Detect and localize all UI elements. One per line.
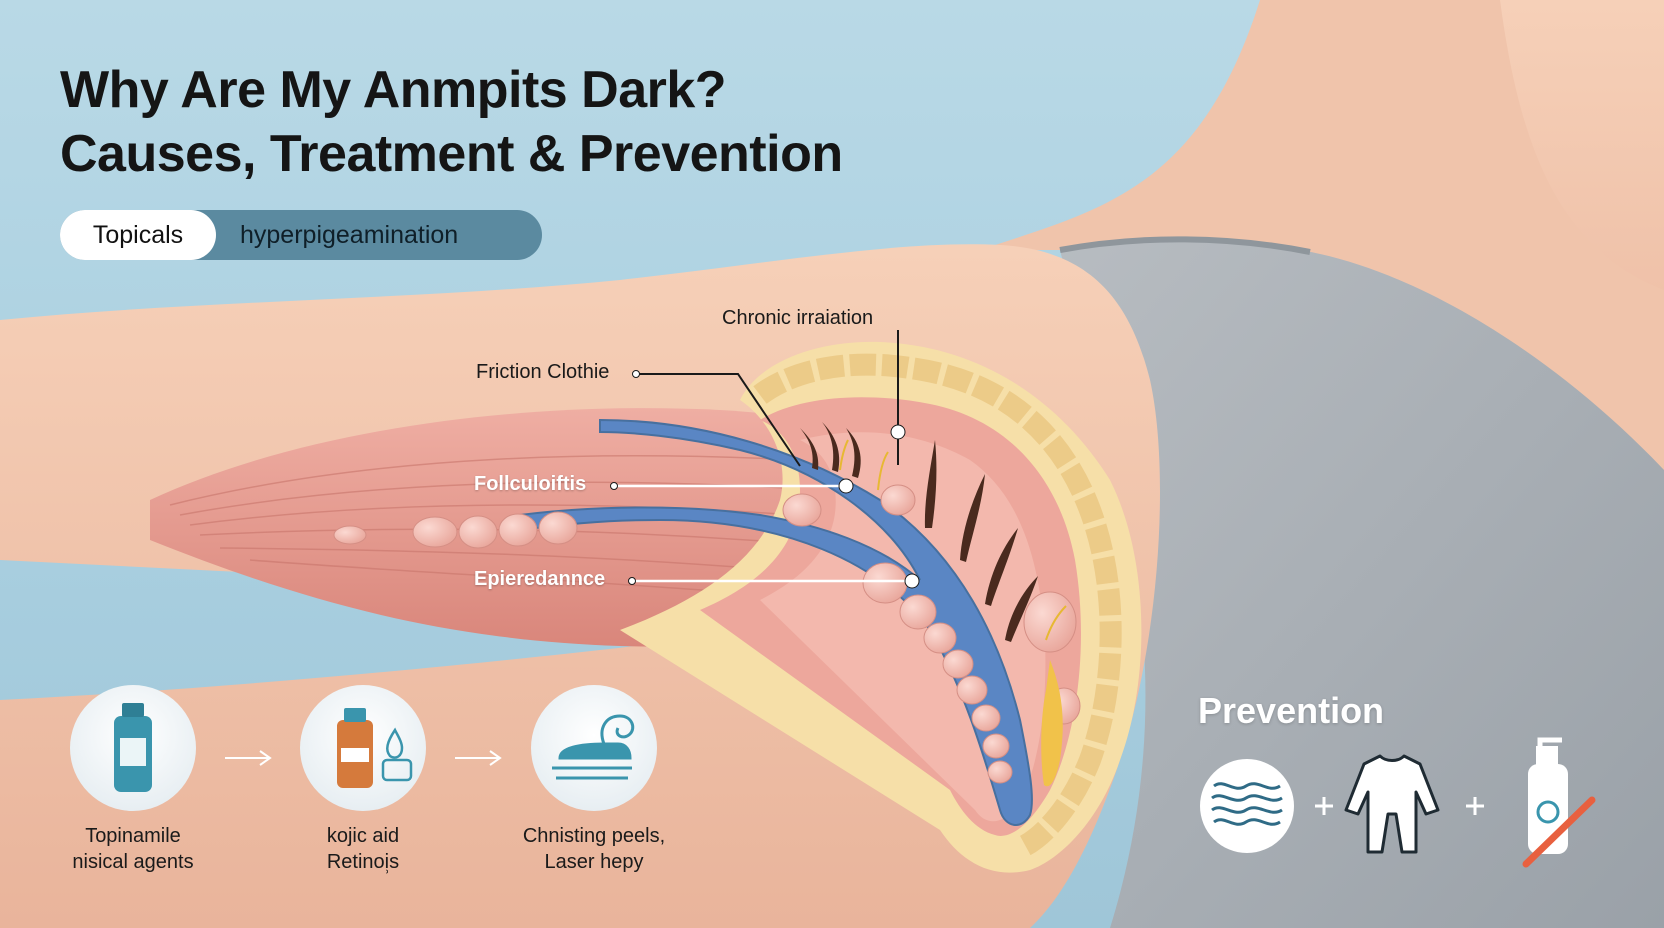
prevention-heading: Prevention [1198,690,1385,731]
topic-tag-pill: Topicals hyperpigeamination [60,210,542,260]
treatment-caption-2-line2: Retinoi̹s [326,851,400,873]
treatment-caption-1-line2: nisical agents [72,851,194,873]
label-friction-clothing: Friction Clothie [476,361,610,383]
laser-device-icon [552,714,635,780]
label-chronic-irritation: Chronic irraiation [722,307,874,329]
loose-clothing-icon [1344,754,1440,854]
arrow-2 [455,750,502,766]
label-folliculitis: Follculoiftis [474,473,587,495]
treatment-caption-3-line2: Laser hepy [544,851,644,873]
sweat-gland [1041,660,1063,787]
plus-1 [1315,797,1333,815]
no-deodorant-icon [1522,737,1596,868]
treatment-caption-3: Chnisting peels, Laser hepy [494,823,694,875]
sweat-waves-icon [1211,782,1283,826]
treatment-caption-1: Topinamile nisical agents [33,823,233,875]
hair-follicles [800,422,1038,642]
label-epidermis: Epieredannce [474,568,606,590]
treatment-circle-2 [300,685,426,811]
treatment-circle-3 [531,685,657,811]
page-title-line1: Why Are My Anmpits Dark? [60,61,727,119]
treatment-caption-2: kojic aid Retinoi̹s [263,823,463,875]
tank-top-strap-edge [1059,236,1311,255]
treatment-caption-2-line1: kojic aid [326,825,400,847]
lymph-nodes [333,484,1081,784]
tag-topicals[interactable]: Topicals [60,210,216,260]
nerve-vessel [519,418,1033,826]
treatment-caption-3-line1: Chnisting peels, [522,825,666,847]
prevention-icon-1 [1200,759,1294,853]
treatment-circle-1 [70,685,196,811]
arrow-1 [225,750,272,766]
tank-top [1060,239,1664,928]
callout-lines-white [614,484,912,583]
treatment-caption-1-line1: Topinamile [85,825,181,847]
callout-lines [636,330,899,467]
page-title-line2: Causes, Treatment & Prevention [60,125,843,183]
callout-dots [610,370,920,589]
page-title: Why Are My Anmpits Dark? Causes, Treatme… [60,58,843,186]
plus-2 [1466,797,1484,815]
tag-hyperpigmentation[interactable]: hyperpigeamination [240,221,459,249]
fat-lobules [753,353,1122,859]
